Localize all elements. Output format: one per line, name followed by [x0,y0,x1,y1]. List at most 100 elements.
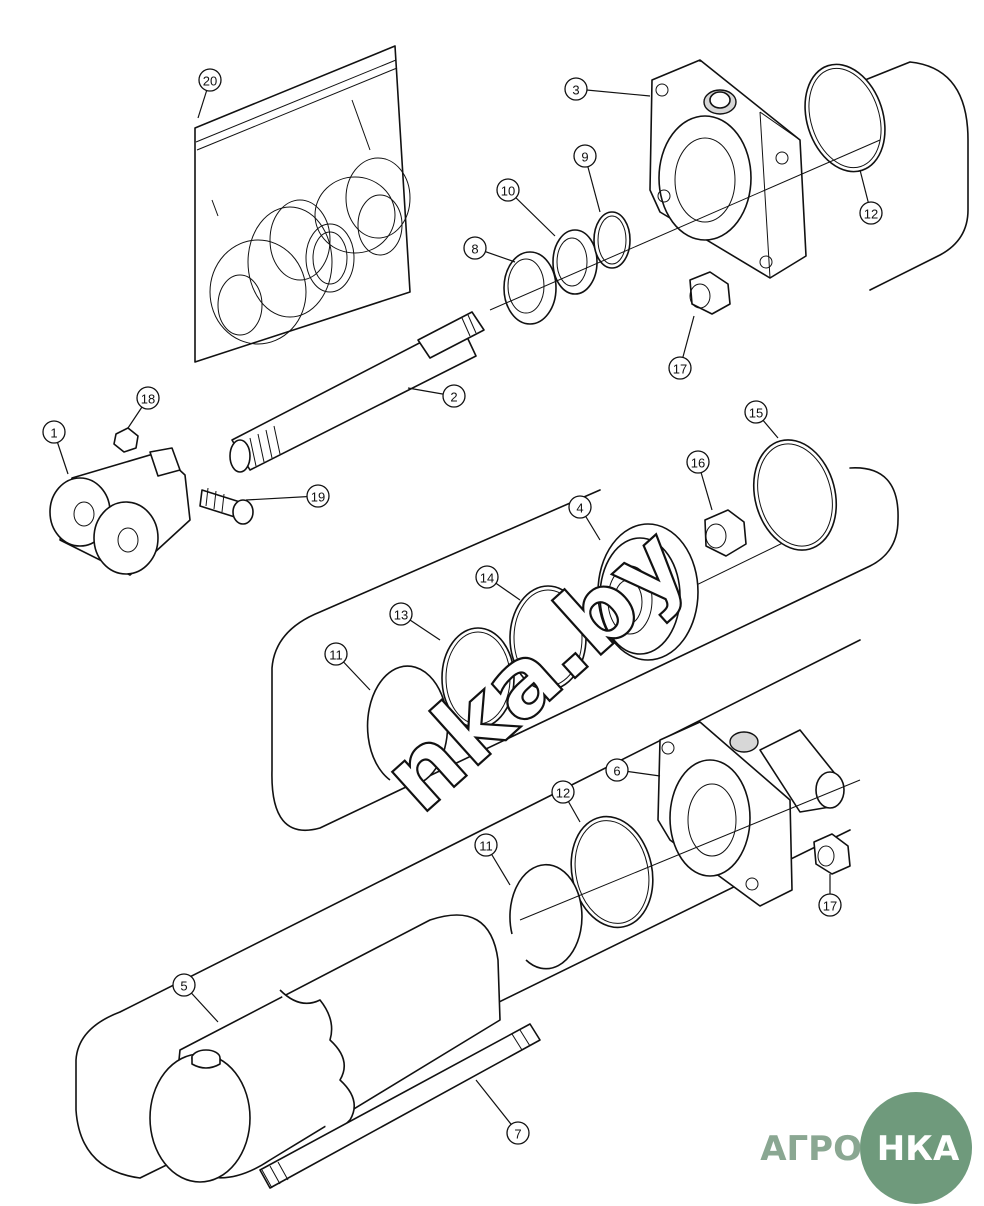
callout-10: 10 [496,178,556,237]
callout-circle [324,642,348,666]
callout-number: 2 [450,390,457,405]
callout-number: 4 [576,501,583,516]
callout-17: 17 [818,874,842,917]
svg-text:АГРО: АГРО [760,1129,862,1169]
piston-4 [597,523,699,661]
callout-11: 11 [474,833,511,886]
callout-circle [172,973,196,997]
callout-16: 16 [686,450,713,511]
nut-16 [704,509,747,557]
callout-8: 8 [463,236,516,263]
cylinder-barrel [149,914,501,1183]
callout-leader [245,495,319,501]
callout-circle [42,420,66,444]
callout-circle [442,384,466,408]
callout-circle [859,201,883,225]
axis-line-bottom [519,779,861,921]
agronka-logo: АГРО НКА [760,1092,972,1204]
nut-17-top [689,271,731,315]
callout-number: 10 [501,184,515,199]
callout-9: 9 [573,144,601,213]
callout-circle [551,780,575,804]
seal-10 [552,229,598,295]
ring-11-bottom [509,863,583,970]
callout-15: 15 [744,400,779,439]
nut-18 [113,427,139,453]
callout-circle [568,495,592,519]
callout-circle [475,565,499,589]
base-6 [657,721,845,907]
callout-14: 14 [475,565,521,601]
callout-2: 2 [407,384,466,408]
piston-rod [229,311,485,473]
callout-circle [136,386,160,410]
bolt-19 [199,487,254,525]
callout-circle [306,484,330,508]
svg-text:НКА: НКА [877,1129,960,1169]
callout-number: 19 [311,490,325,505]
callout-6: 6 [605,758,661,782]
nut-17-bottom [813,833,851,875]
callout-number: 12 [864,207,878,222]
callout-number: 3 [572,83,579,98]
callout-number: 15 [749,406,763,421]
callout-circle [668,356,692,380]
callout-20: 20 [197,68,222,119]
callout-number: 11 [479,839,493,854]
callout-circle [463,236,487,260]
callout-3: 3 [564,77,651,101]
ring-13 [441,627,515,729]
callout-circle [573,144,597,168]
callout-5: 5 [172,973,219,1023]
callout-circle [496,178,520,202]
callout-number: 17 [823,899,837,914]
callout-number: 6 [613,764,620,779]
clevis [49,447,191,576]
callout-19: 19 [245,484,330,508]
callout-number: 11 [329,648,343,663]
callout-number: 9 [581,150,588,165]
callout-18: 18 [127,386,160,429]
callout-12: 12 [551,780,581,823]
callout-number: 8 [471,242,478,257]
callout-number: 5 [180,979,187,994]
seal-kit-bag [194,45,411,363]
tie-rod [259,1023,541,1189]
callout-number: 18 [141,392,155,407]
wiper-8 [503,251,557,325]
ring-9 [593,211,631,269]
callout-4: 4 [568,495,601,541]
callout-11: 11 [324,642,371,691]
callout-number: 13 [394,608,408,623]
callout-circle [605,758,629,782]
ring-12-top [804,63,886,173]
callout-number: 7 [514,1127,521,1142]
callout-number: 14 [480,571,494,586]
callout-17: 17 [668,315,695,380]
rod-end-head [649,59,807,279]
callout-circle [474,833,498,857]
callout-number: 1 [50,426,57,441]
callout-circle [389,602,413,626]
axis-line-top [489,139,881,311]
callout-12: 12 [859,169,883,225]
callout-circle [818,893,842,917]
callout-number: 17 [673,362,687,377]
callout-number: 16 [691,456,705,471]
callout-13: 13 [389,602,441,641]
ring-11-middle [366,665,449,785]
callout-circle [564,77,588,101]
callout-1: 1 [42,420,69,475]
callout-circle [506,1121,530,1145]
callout-number: 20 [203,74,217,89]
ring-14 [509,585,587,691]
callout-circle [686,450,710,474]
callout-number: 12 [556,786,570,801]
callout-circle [744,400,768,424]
callout-7: 7 [475,1079,530,1145]
ring-12-bottom [570,815,654,929]
callout-circle [198,68,222,92]
ring-15 [752,439,838,551]
